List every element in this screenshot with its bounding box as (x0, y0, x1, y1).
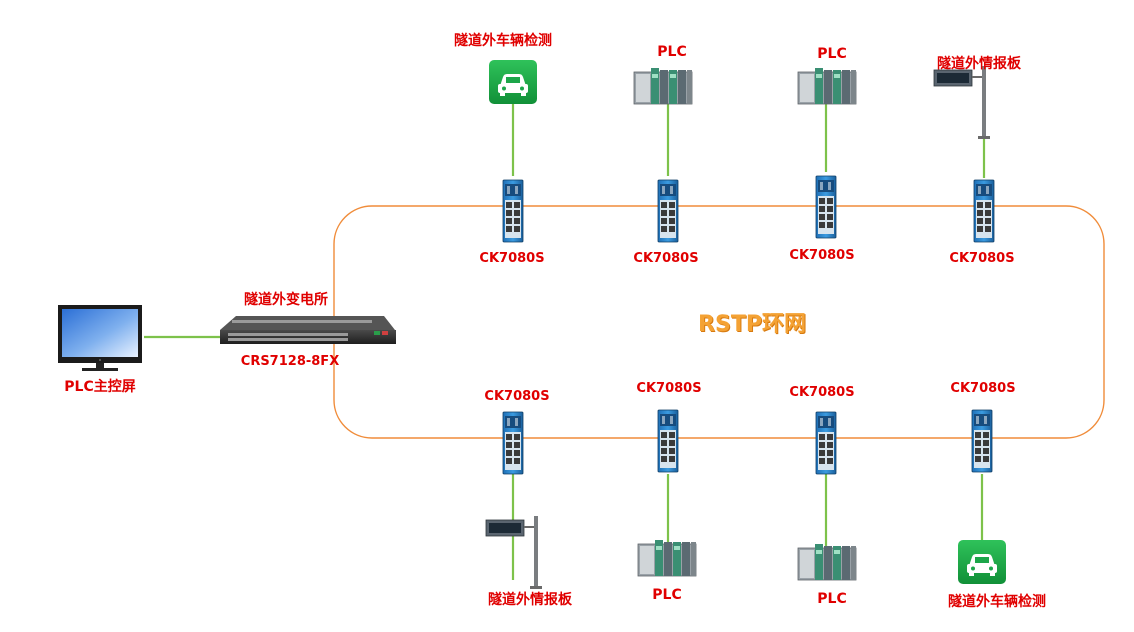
car-icon (489, 60, 537, 104)
bottom-switch-label-3: CK7080S (789, 385, 855, 400)
switch-icon (502, 179, 524, 243)
top-switch-label-3: CK7080S (789, 248, 855, 263)
bottom-switch-label-4: CK7080S (950, 381, 1016, 396)
top-switch-label-1: CK7080S (479, 251, 545, 266)
top-switch-label-2: CK7080S (633, 251, 699, 266)
info-board-icon (933, 65, 991, 140)
bottom-device-label-4: 隧道外车辆检测 (948, 594, 1046, 610)
car-icon (958, 540, 1006, 584)
links (144, 104, 986, 580)
bottom-switch-label-2: CK7080S (636, 381, 702, 396)
bottom-device-label-2: PLC (652, 587, 682, 603)
top-device-label-4: 隧道外情报板 (937, 56, 1021, 72)
switch-icon (502, 411, 524, 475)
bottom-device-label-1: 隧道外情报板 (488, 592, 572, 608)
switch-icon (971, 409, 993, 473)
core-switch-icon (220, 316, 396, 344)
bottom-switch-label-1: CK7080S (484, 389, 550, 404)
monitor-label: PLC主控屏 (64, 379, 136, 395)
core-model: CRS7128-8FX (240, 354, 340, 369)
bottom-device-label-3: PLC (817, 591, 847, 607)
top-device-label-2: PLC (657, 44, 687, 60)
top-device-label-3: PLC (817, 46, 847, 62)
switch-icon (815, 411, 837, 475)
top-switch-label-4: CK7080S (949, 251, 1015, 266)
plc-monitor-icon (58, 305, 142, 371)
plc-rack-icon (797, 543, 857, 581)
switch-icon (815, 175, 837, 239)
plc-rack-icon (797, 67, 857, 105)
switch-icon (657, 179, 679, 243)
switch-icon (657, 409, 679, 473)
core-label: 隧道外变电所 (244, 292, 328, 308)
top-device-label-1: 隧道外车辆检测 (454, 33, 552, 49)
ring-title: RSTP环网 (698, 312, 806, 337)
switch-icon (973, 179, 995, 243)
plc-rack-icon (637, 539, 697, 577)
plc-rack-icon (633, 67, 693, 105)
